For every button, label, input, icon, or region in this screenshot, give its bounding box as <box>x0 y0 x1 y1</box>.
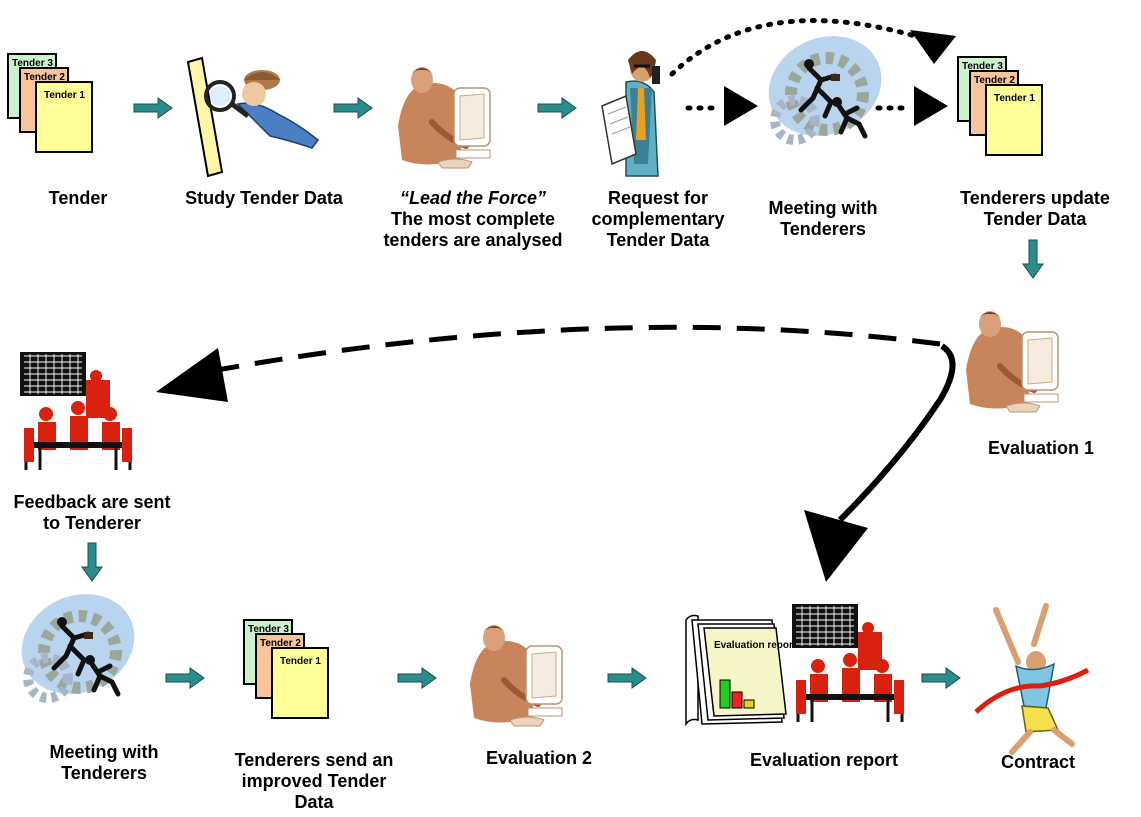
label-study-tender-data: Study Tender Data <box>166 188 362 209</box>
request-line2-text: complementary <box>591 209 725 229</box>
tender-doc-stack-icon <box>957 56 1043 156</box>
meeting-gears-icon <box>5 576 151 712</box>
arrow-down-icon <box>81 542 103 582</box>
tender-doc-stack-icon <box>243 619 329 719</box>
request-line1-text: Request for <box>607 188 708 208</box>
meeting1-line2-text: Tenderers <box>780 219 866 239</box>
feedback-line1-text: Feedback are sent <box>13 492 171 512</box>
feedback-line2-text: to Tenderer <box>43 513 141 533</box>
eval1-text: Evaluation 1 <box>987 438 1095 458</box>
lead-quote-text: “Lead the Force” <box>399 188 547 208</box>
arrow-right-icon <box>607 667 647 689</box>
send-line1-text: Tenderers send an <box>234 750 394 770</box>
label-meeting-with-tenderers: Meeting with Tenderers <box>758 198 888 240</box>
meeting2-line1-text: Meeting with <box>49 742 159 762</box>
board-meeting-icon <box>790 602 906 724</box>
label-evaluation-report: Evaluation report <box>724 750 924 771</box>
arrow-down-icon <box>1022 239 1044 279</box>
arrow-right-icon <box>397 667 437 689</box>
arrow-right-icon <box>921 667 961 689</box>
label-lead-the-force: “Lead the Force” The most complete tende… <box>368 188 578 251</box>
person-at-computer-icon <box>470 625 562 726</box>
arrow-right-icon <box>133 97 173 119</box>
lead-line3-text: tenders are analysed <box>383 230 563 250</box>
meeting2-line2-text: Tenderers <box>61 763 147 783</box>
report-doc-title: Evaluation report <box>714 640 797 651</box>
arrow-right-icon <box>165 667 205 689</box>
label-evaluation-1: Evaluation 1 <box>966 438 1116 459</box>
label-meeting-with-tenderers-2: Meeting with Tenderers <box>34 742 174 784</box>
runner-finish-line-icon <box>974 603 1090 755</box>
request-line3-text: Tender Data <box>606 230 710 250</box>
person-at-computer-icon <box>398 67 490 168</box>
dotted-curve-arrow-icon <box>669 18 956 77</box>
meeting-gears-icon <box>752 18 898 154</box>
update-line1-text: Tenderers update <box>960 188 1110 208</box>
label-tenderers-update: Tenderers update Tender Data <box>950 188 1120 230</box>
arrow-right-icon <box>333 97 373 119</box>
send-line2-text: improved Tender <box>241 771 387 791</box>
label-request-complementary: Request for complementary Tender Data <box>590 188 726 251</box>
dashed-curve-arrow-icon <box>156 324 941 402</box>
dotted-arrow-icon <box>685 86 758 126</box>
lead-line2-text: The most complete <box>390 209 556 229</box>
person-at-computer-icon <box>966 311 1058 412</box>
curve-arrow-icon <box>804 343 956 582</box>
label-contract: Contract <box>978 752 1098 773</box>
dotted-arrow-icon <box>875 86 948 126</box>
tender-doc-stack-icon <box>7 53 93 153</box>
arrow-right-icon <box>537 97 577 119</box>
report-text: Evaluation report <box>749 750 899 770</box>
update-line2-text: Tender Data <box>983 209 1087 229</box>
evaluation-report-doc-icon: Evaluation report <box>685 614 797 727</box>
meeting1-line1-text: Meeting with <box>768 198 878 218</box>
label-tender-text: Tender <box>48 188 108 208</box>
label-feedback: Feedback are sent to Tenderer <box>0 492 184 534</box>
eval2-text: Evaluation 2 <box>485 748 593 768</box>
label-tenderers-send: Tenderers send an improved Tender Data <box>214 750 414 813</box>
send-line3-text: Data <box>294 792 334 812</box>
detective-magnifier-icon <box>186 56 320 178</box>
contract-text: Contract <box>1000 752 1075 772</box>
label-evaluation-2: Evaluation 2 <box>464 748 614 769</box>
label-tender: Tender <box>30 188 126 209</box>
label-study-text: Study Tender Data <box>185 188 343 208</box>
board-meeting-icon <box>18 350 134 472</box>
woman-on-phone-icon <box>601 51 660 177</box>
